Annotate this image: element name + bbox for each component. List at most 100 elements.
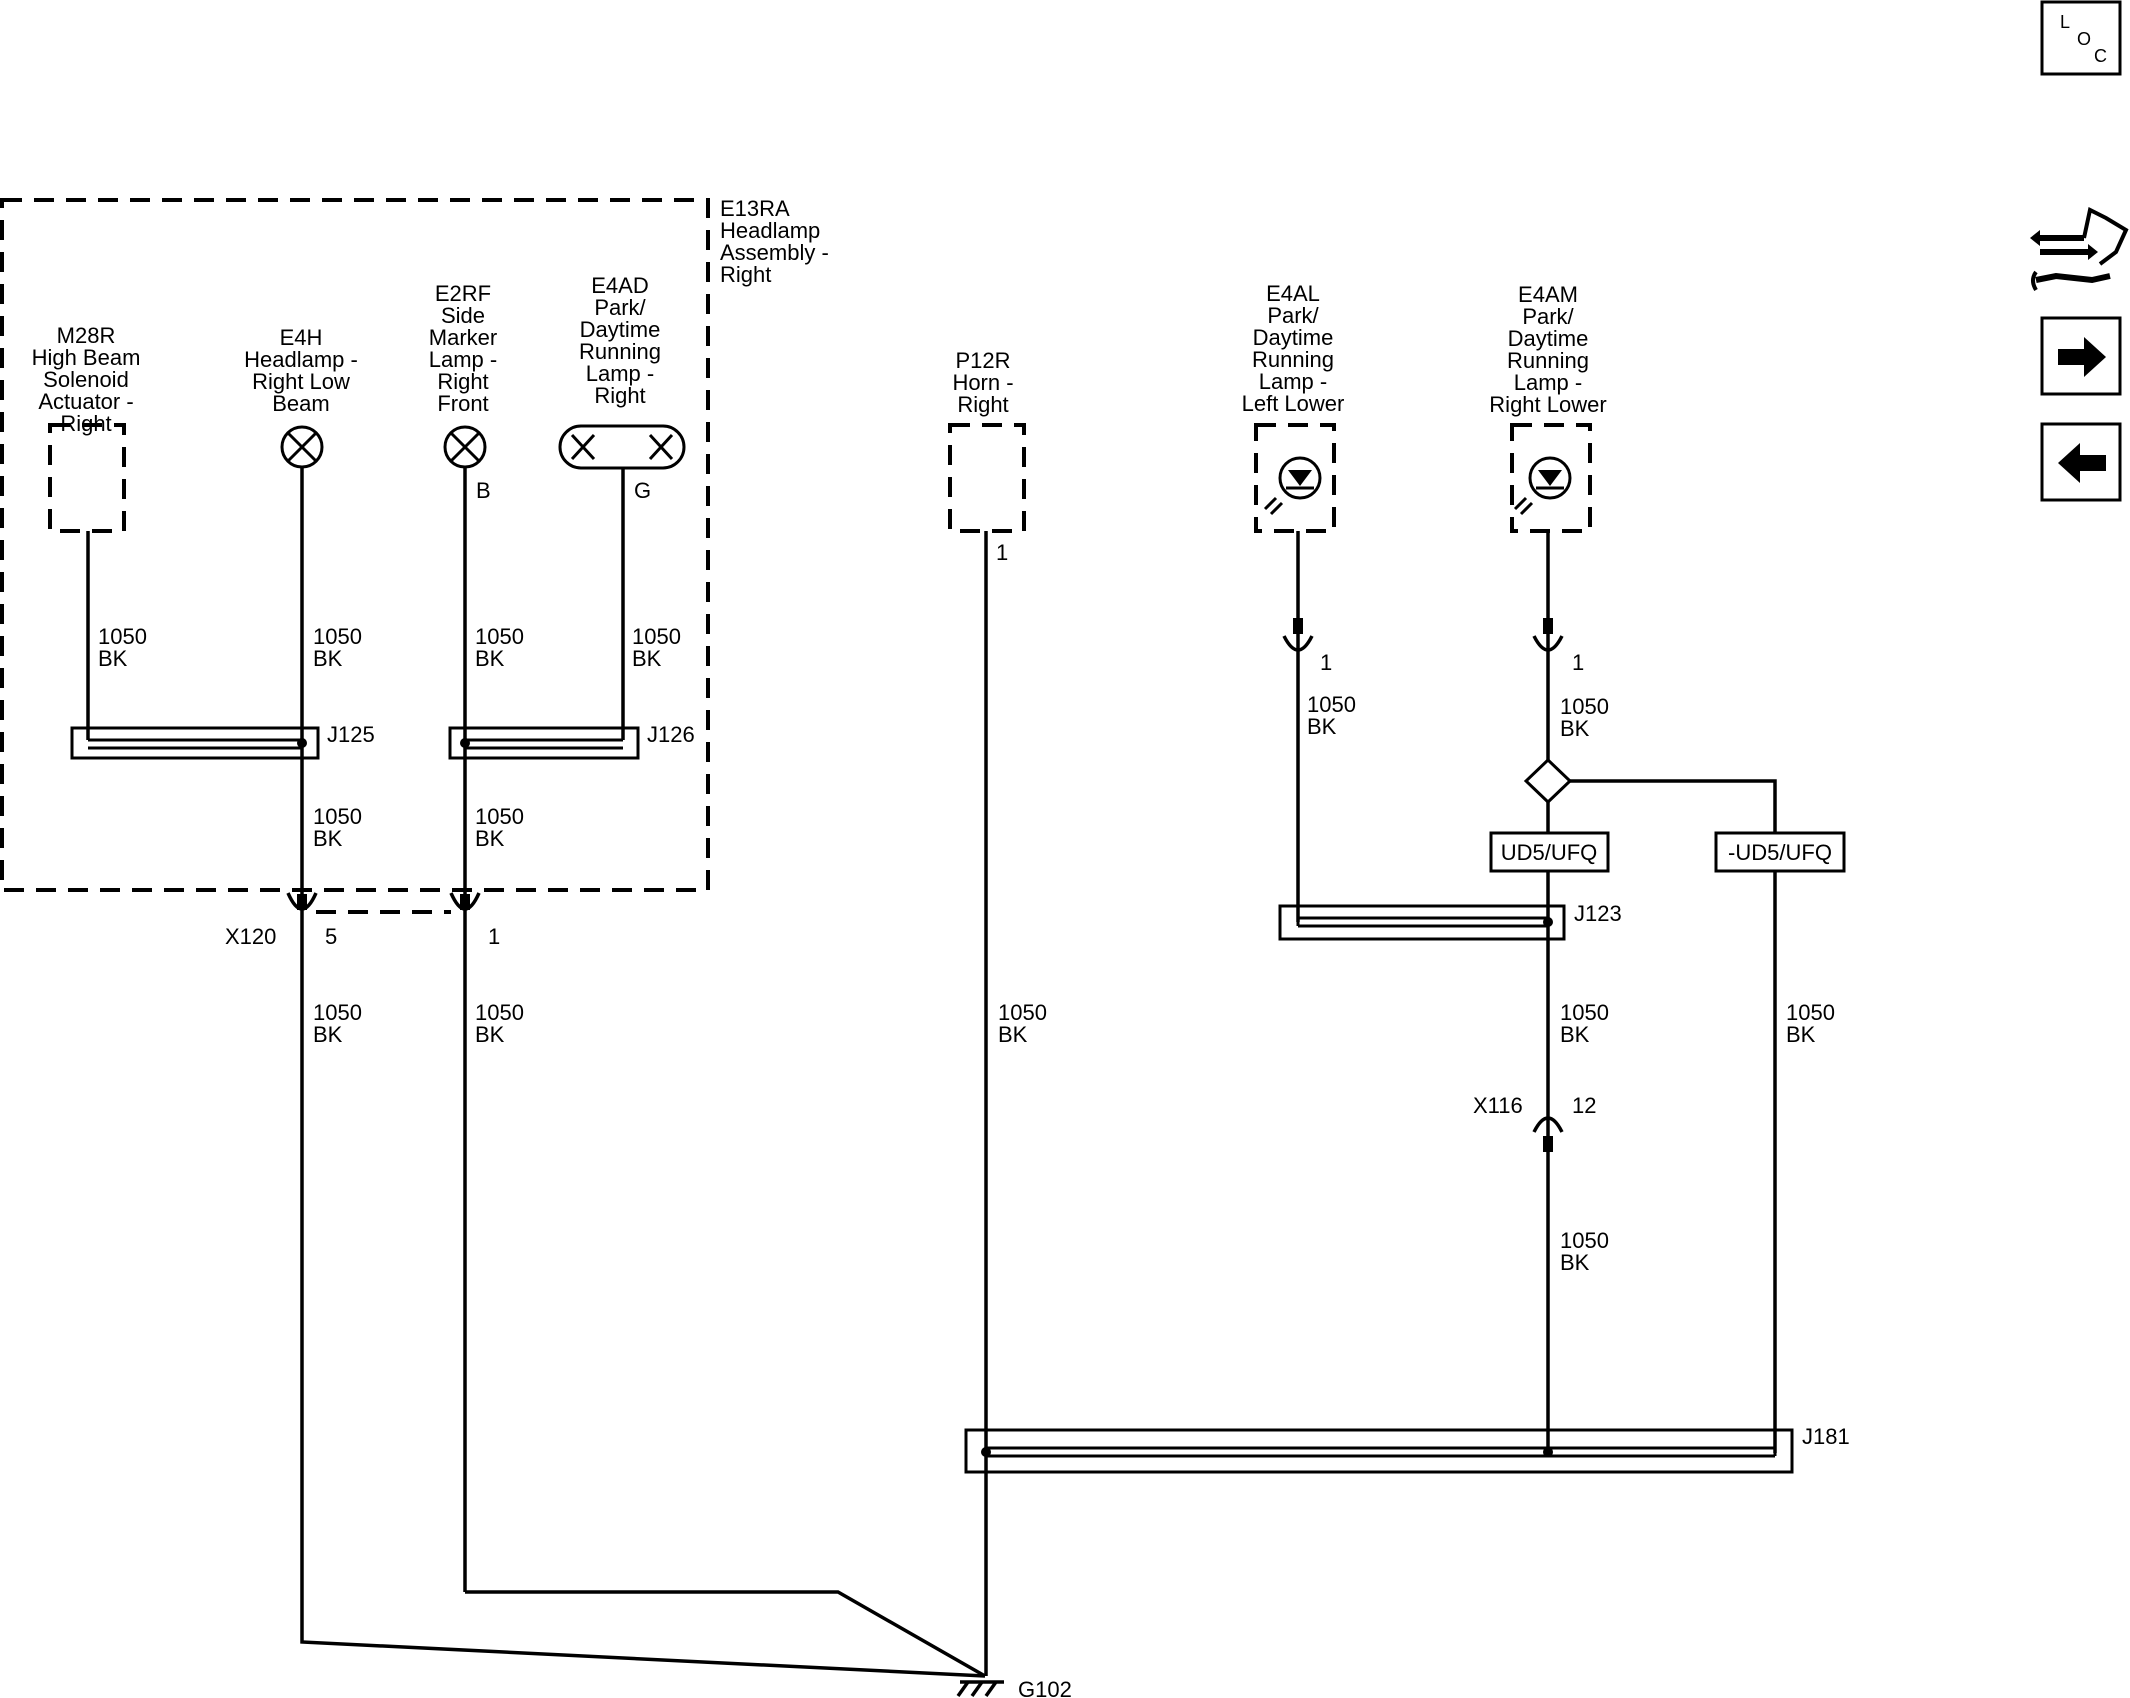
svg-text:BK: BK <box>998 1022 1028 1047</box>
svg-text:Right Low: Right Low <box>252 369 350 394</box>
svg-text:Park/: Park/ <box>594 295 646 320</box>
svg-text:1050: 1050 <box>98 624 147 649</box>
svg-text:Front: Front <box>437 391 488 416</box>
arrow-right-icon <box>2058 337 2106 377</box>
svg-text:1050: 1050 <box>313 624 362 649</box>
svg-text:1050: 1050 <box>475 804 524 829</box>
svg-text:BK: BK <box>313 1022 343 1047</box>
svg-text:M28R: M28R <box>57 323 116 348</box>
arrow-left-icon <box>2058 443 2106 483</box>
svg-text:L: L <box>2060 12 2070 32</box>
assembly-label-id: E13RA <box>720 196 790 221</box>
previous-page-button[interactable] <box>2040 422 2122 502</box>
svg-text:J126: J126 <box>647 722 695 747</box>
svg-text:-UD5/UFQ: -UD5/UFQ <box>1728 840 1832 865</box>
ground-g102[interactable]: G102 <box>956 1677 1072 1698</box>
svg-text:Right: Right <box>594 383 645 408</box>
component-e2rf[interactable]: E2RF Side Marker Lamp - Right Front B <box>429 281 497 503</box>
svg-text:1050: 1050 <box>475 624 524 649</box>
component-p12r[interactable]: P12R Horn - Right 1 <box>948 348 1026 565</box>
component-m28r[interactable]: M28R High Beam Solenoid Actuator - Right <box>32 323 141 533</box>
svg-text:1: 1 <box>1572 650 1584 675</box>
svg-text:1: 1 <box>1320 650 1332 675</box>
splice-j126[interactable]: J126 <box>448 722 695 760</box>
svg-text:Horn -: Horn - <box>952 370 1013 395</box>
svg-text:1050: 1050 <box>313 804 362 829</box>
svg-text:G102: G102 <box>1018 1677 1072 1698</box>
svg-text:Actuator -: Actuator - <box>38 389 133 414</box>
option-ud5[interactable]: UD5/UFQ <box>1489 831 1610 873</box>
svg-text:P12R: P12R <box>955 348 1010 373</box>
svg-text:1050: 1050 <box>1560 694 1609 719</box>
connector-x116[interactable]: X116 12 <box>1473 1093 1596 1152</box>
lamp-bulb-icon <box>443 425 487 469</box>
svg-text:Running: Running <box>1507 348 1589 373</box>
component-e4ad[interactable]: E4AD Park/ Daytime Running Lamp - Right … <box>558 273 686 503</box>
loc-button[interactable]: L O C <box>2040 0 2122 76</box>
svg-text:1050: 1050 <box>632 624 681 649</box>
svg-text:1050: 1050 <box>1307 692 1356 717</box>
svg-text:Marker: Marker <box>429 325 497 350</box>
led-lamp-icon <box>1513 456 1572 516</box>
led-lamp-icon <box>1263 456 1322 516</box>
svg-text:C: C <box>2094 46 2107 66</box>
svg-text:Right Lower: Right Lower <box>1489 392 1606 417</box>
svg-text:J181: J181 <box>1802 1424 1850 1449</box>
svg-text:BK: BK <box>1307 714 1337 739</box>
svg-text:Lamp -: Lamp - <box>429 347 497 372</box>
component-e4am[interactable]: E4AM Park/ Daytime Running Lamp - Right … <box>1489 282 1607 533</box>
svg-text:X116: X116 <box>1473 1093 1523 1118</box>
connector-harness-button[interactable] <box>2030 207 2129 292</box>
splice-j125[interactable]: J125 <box>70 722 375 760</box>
svg-text:1050: 1050 <box>1560 1000 1609 1025</box>
svg-text:BK: BK <box>632 646 662 671</box>
svg-text:1050: 1050 <box>998 1000 1047 1025</box>
svg-text:BK: BK <box>1560 1022 1590 1047</box>
component-e4h[interactable]: E4H Headlamp - Right Low Beam <box>244 325 358 469</box>
svg-text:Daytime: Daytime <box>580 317 661 342</box>
svg-text:1050: 1050 <box>475 1000 524 1025</box>
svg-text:1: 1 <box>996 540 1008 565</box>
svg-text:B: B <box>476 478 491 503</box>
svg-text:Daytime: Daytime <box>1508 326 1589 351</box>
svg-text:E2RF: E2RF <box>435 281 491 306</box>
svg-text:Beam: Beam <box>272 391 329 416</box>
connector-x120[interactable]: X120 5 1 <box>225 892 500 949</box>
svg-text:BK: BK <box>475 1022 505 1047</box>
svg-text:Running: Running <box>579 339 661 364</box>
lamp-bulb-icon <box>280 425 324 469</box>
svg-text:5: 5 <box>325 924 337 949</box>
svg-text:UD5/UFQ: UD5/UFQ <box>1501 840 1598 865</box>
assembly-label-name1: Headlamp <box>720 218 820 243</box>
svg-text:O: O <box>2077 29 2091 49</box>
loc-icon: L O C <box>2060 12 2107 66</box>
svg-text:Left Lower: Left Lower <box>1242 391 1345 416</box>
assembly-label-name2: Assembly - <box>720 240 829 265</box>
splice-j123[interactable]: J123 <box>1278 901 1622 941</box>
svg-text:Park/: Park/ <box>1522 304 1574 329</box>
svg-text:1050: 1050 <box>1786 1000 1835 1025</box>
svg-text:Park/: Park/ <box>1267 303 1319 328</box>
svg-text:High Beam: High Beam <box>32 345 141 370</box>
svg-text:BK: BK <box>313 826 343 851</box>
svg-text:Solenoid: Solenoid <box>43 367 129 392</box>
svg-text:BK: BK <box>1786 1022 1816 1047</box>
svg-text:Running: Running <box>1252 347 1334 372</box>
component-e4al[interactable]: E4AL Park/ Daytime Running Lamp - Left L… <box>1242 281 1345 533</box>
svg-text:E4H: E4H <box>280 325 323 350</box>
next-page-button[interactable] <box>2040 316 2122 396</box>
svg-text:BK: BK <box>1560 716 1590 741</box>
svg-text:G: G <box>634 478 651 503</box>
svg-text:E4AD: E4AD <box>591 273 648 298</box>
svg-text:BK: BK <box>313 646 343 671</box>
svg-text:1: 1 <box>488 924 500 949</box>
svg-text:BK: BK <box>1560 1250 1590 1275</box>
connector-e4al-pin: 1 <box>1282 618 1332 675</box>
svg-text:BK: BK <box>98 646 128 671</box>
svg-text:J123: J123 <box>1574 901 1622 926</box>
splice-j181[interactable]: J181 <box>964 1424 1850 1474</box>
option-not-ud5[interactable]: -UD5/UFQ <box>1714 831 1846 873</box>
svg-text:Side: Side <box>441 303 485 328</box>
svg-text:Lamp -: Lamp - <box>1514 370 1582 395</box>
